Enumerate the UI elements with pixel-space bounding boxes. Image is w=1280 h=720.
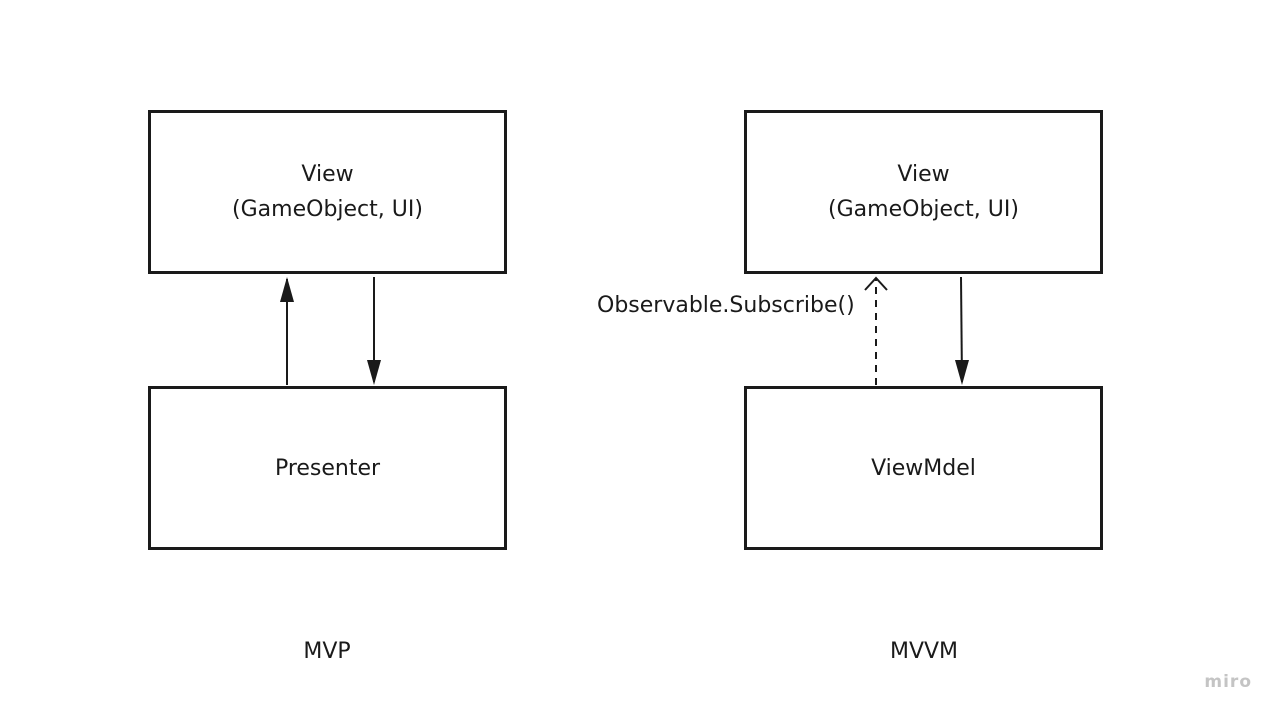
mvvm-view-box: View (GameObject, UI) — [744, 110, 1103, 274]
mvp-view-box: View (GameObject, UI) — [148, 110, 507, 274]
mvp-view-subtitle: (GameObject, UI) — [232, 197, 423, 222]
mvvm-view-subtitle: (GameObject, UI) — [828, 197, 1019, 222]
mvp-presenter-box: Presenter — [148, 386, 507, 550]
subscribe-label: Observable.Subscribe() — [597, 293, 855, 318]
mvvm-view-to-viewmodel-arrow — [955, 276, 969, 385]
mvp-view-to-presenter-arrow — [367, 277, 381, 385]
mvp-caption: MVP — [303, 639, 351, 664]
mvvm-viewmodel-box: ViewMdel — [744, 386, 1103, 550]
mvp-presenter-label: Presenter — [274, 455, 381, 481]
mvp-presenter-to-view-arrow — [280, 277, 294, 385]
mvvm-view-title: View — [897, 162, 950, 187]
miro-watermark: miro — [1204, 672, 1252, 692]
mvvm-caption: MVVM — [889, 639, 959, 664]
mvvm-subscribe-dashed-arrow — [864, 276, 888, 385]
mvp-view-title: View — [301, 162, 354, 187]
mvvm-viewmodel-label: ViewMdel — [871, 455, 976, 481]
